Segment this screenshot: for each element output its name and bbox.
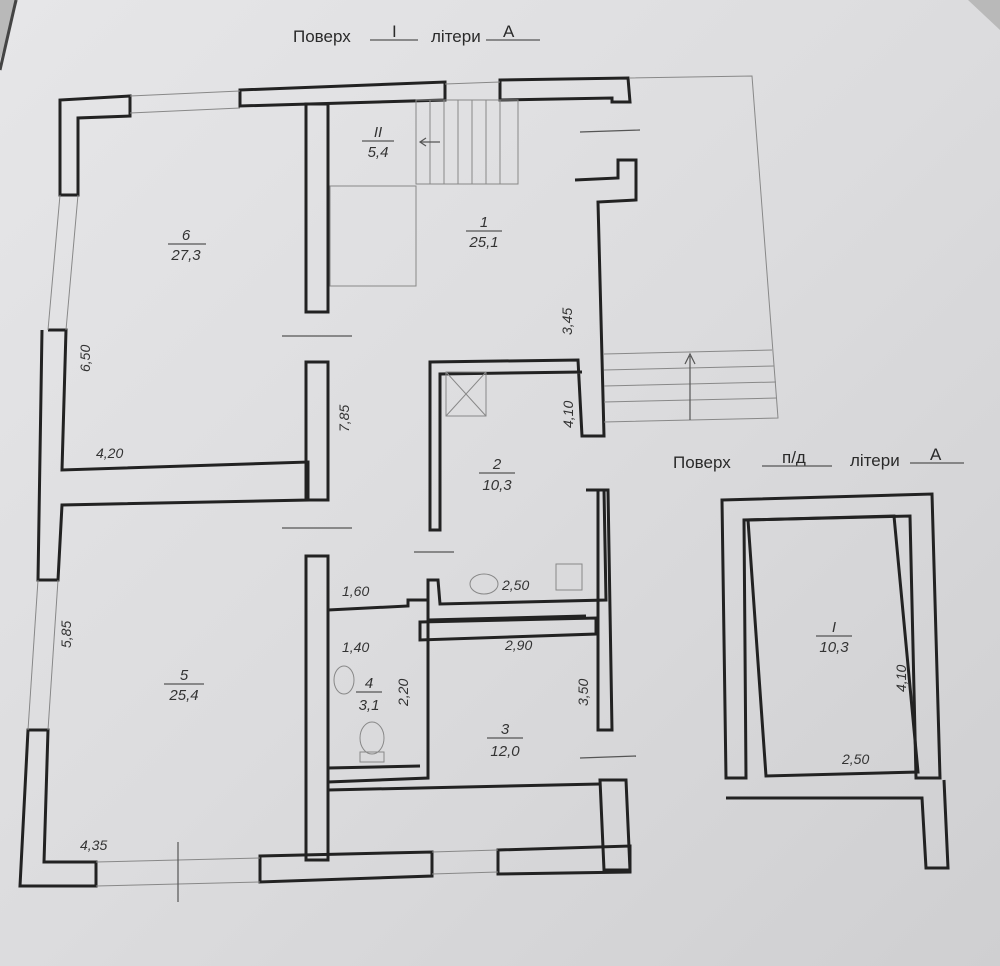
stair-block: [415, 99, 519, 185]
room-area: 5,4: [368, 144, 389, 161]
stair-landing: [329, 185, 417, 287]
wall-south-mid: [258, 850, 434, 884]
porch-outline: [603, 75, 779, 423]
stove-icon: [555, 563, 583, 591]
basement-header: Поверх п/д літери А: [673, 445, 964, 472]
basement-dim-250: 2,50: [841, 751, 869, 767]
staircase: [329, 99, 519, 287]
room-area: 3,1: [359, 697, 380, 714]
basement-inner-wall: [746, 514, 920, 778]
floor-label: Поверх: [293, 27, 351, 46]
wall-room4: [327, 598, 430, 784]
room-number: II: [374, 124, 382, 141]
room-number: 1: [480, 214, 488, 231]
dim-585: 5,85: [58, 621, 74, 648]
wall-room4-south: [327, 764, 421, 770]
basement-floor-label: Поверх: [673, 453, 731, 472]
sink-icon: [469, 573, 499, 595]
wall-east-lower: [598, 778, 632, 872]
wall-room1-east: [428, 158, 638, 532]
wall-room5-hall: [304, 554, 330, 862]
dim-650: 6,50: [77, 345, 93, 372]
basement-walls: [720, 492, 950, 870]
room-1-label: 1 25,1: [466, 214, 502, 251]
boiler-box: [445, 371, 487, 417]
fixtures: [333, 371, 583, 763]
washbasin-icon: [333, 665, 355, 695]
room-area: 12,0: [490, 743, 520, 760]
wall-room6-room1: [304, 102, 330, 314]
room-area: 25,4: [168, 687, 198, 704]
room-area: 25,1: [468, 234, 498, 251]
basement-floor-value: п/д: [782, 448, 806, 467]
room-area: 10,3: [482, 477, 512, 494]
room-5-label: 5 25,4: [164, 667, 204, 704]
wall-room3-north: [418, 616, 598, 642]
room-number: 3: [501, 721, 510, 738]
room-number: 5: [180, 667, 189, 684]
windows: [27, 81, 501, 887]
room-number: 6: [182, 227, 191, 244]
floor-value: I: [392, 22, 397, 41]
dim-290: 2,90: [504, 637, 532, 653]
basement-room-label: I 10,3: [816, 619, 852, 656]
room-II-label: II 5,4: [362, 124, 394, 161]
porch: [603, 75, 779, 423]
wall-room3-south: [327, 782, 601, 792]
basement-dimensions: 4,10 2,50: [841, 665, 909, 767]
basement-room-area: 10,3: [819, 639, 849, 656]
main-floor-header: Поверх I літери А: [293, 22, 540, 46]
dim-345: 3,45: [559, 308, 575, 335]
dim-410: 4,10: [560, 401, 576, 428]
letter-value: А: [503, 22, 515, 41]
room-number: 2: [492, 456, 502, 473]
main-floor-walls: [18, 76, 638, 888]
room-6-label: 6 27,3: [168, 227, 206, 264]
basement-outer-wall: [720, 492, 942, 780]
basement-dim-410: 4,10: [893, 665, 909, 692]
room-number: 4: [365, 675, 373, 692]
dim-435: 4,35: [80, 837, 107, 853]
dim-140: 1,40: [342, 639, 369, 655]
basement-south-wall: [726, 779, 950, 870]
dim-350: 3,50: [575, 679, 591, 706]
paper-edge-shadow: [0, 0, 18, 71]
room-3-label: 3 12,0: [487, 721, 523, 760]
wall-room6-hall: [304, 360, 330, 502]
wall-south-east: [496, 844, 632, 876]
room-area: 27,3: [170, 247, 201, 264]
toilet-icon: [359, 721, 385, 755]
letter-label: літери: [431, 27, 481, 46]
basement-letter-value: А: [930, 445, 942, 464]
main-dimensions: 6,50 4,20 7,85 3,45 4,10 2,50 1,60 1,40 …: [58, 308, 591, 853]
room-2-label: 2 10,3: [479, 456, 515, 494]
basement-letter-label: літери: [850, 451, 900, 470]
dim-160: 1,60: [342, 583, 369, 599]
basement-room-number: I: [832, 619, 836, 636]
dim-785: 7,85: [336, 405, 352, 432]
dim-420: 4,20: [96, 445, 123, 461]
dim-250: 2,50: [501, 577, 529, 593]
room-4-label: 4 3,1: [356, 675, 382, 714]
wall-east-middle: [596, 488, 614, 732]
dim-220: 2,20: [395, 679, 411, 707]
cut-marks: [177, 129, 641, 902]
